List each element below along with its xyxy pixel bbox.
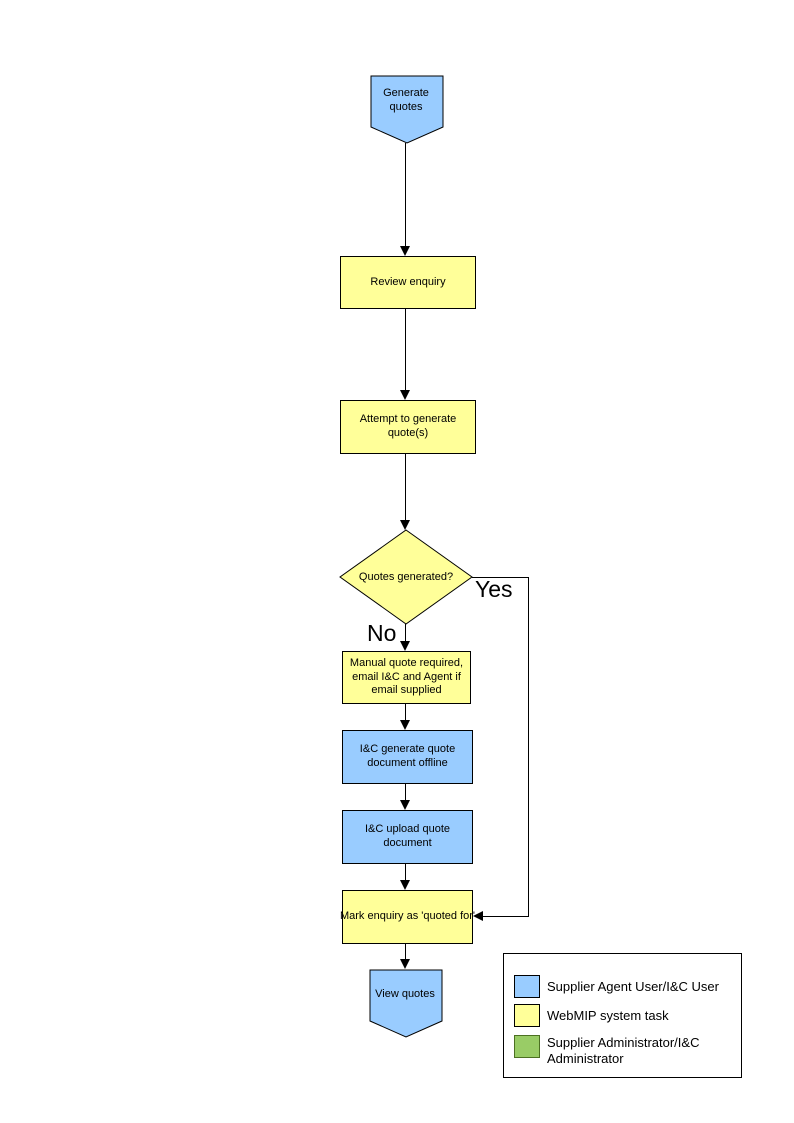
legend-swatch-blue (514, 975, 540, 998)
connector-line (405, 704, 406, 721)
diamond-shape (339, 529, 473, 625)
arrowhead-down-icon (400, 800, 410, 810)
connector-line (472, 577, 529, 578)
arrowhead-down-icon (400, 246, 410, 256)
end-terminator-label: View quotes (375, 987, 435, 1000)
connector-line (405, 309, 406, 390)
node-upload-quote: I&C upload quote document (342, 810, 473, 864)
connector-line (405, 454, 406, 520)
pentagon-shape (370, 75, 444, 144)
arrowhead-down-icon (400, 641, 410, 651)
connector-line (405, 944, 406, 960)
node-attempt-generate: Attempt to generate quote(s) (340, 400, 476, 454)
legend-label: WebMIP system task (547, 1008, 669, 1023)
node-label: Review enquiry (370, 275, 446, 288)
legend-label: Supplier Administrator/I&C Administrator (547, 1035, 700, 1067)
connector-line (405, 784, 406, 801)
connector-line (405, 143, 406, 246)
branch-label-no: No (367, 620, 397, 646)
arrowhead-down-icon (400, 880, 410, 890)
pentagon-shape (369, 969, 443, 1038)
node-generate-offline: I&C generate quote document offline (342, 730, 473, 784)
node-label: Attempt to generate quote(s) (359, 413, 457, 439)
decision-label: Quotes generated? (358, 570, 454, 583)
connector-line (405, 624, 406, 642)
arrowhead-down-icon (400, 390, 410, 400)
node-label: I&C generate quote document offline (359, 743, 456, 769)
node-label: Mark enquiry as 'quoted for' (339, 910, 476, 923)
arrowhead-down-icon (400, 959, 410, 969)
arrowhead-down-icon (400, 720, 410, 730)
connector-line (528, 577, 529, 917)
start-terminator-shape (370, 75, 444, 144)
connector-line (405, 864, 406, 881)
legend: Supplier Agent User/I&C User WebMIP syst… (503, 953, 742, 1078)
legend-swatch-green (514, 1035, 540, 1058)
node-review-enquiry: Review enquiry (340, 256, 476, 309)
decision-diamond-shape (339, 529, 473, 625)
node-manual-quote: Manual quote required, email I&C and Age… (342, 651, 471, 704)
connector-line (483, 916, 529, 917)
node-label: Manual quote required, email I&C and Age… (349, 656, 464, 697)
end-terminator-shape (369, 969, 443, 1038)
start-terminator-label: Generate quotes (383, 86, 429, 113)
legend-label: Supplier Agent User/I&C User (547, 979, 719, 994)
branch-label-yes: Yes (475, 576, 513, 602)
arrowhead-left-icon (473, 911, 483, 921)
arrowhead-down-icon (400, 520, 410, 530)
node-mark-enquiry: Mark enquiry as 'quoted for' (339, 890, 476, 944)
node-label: I&C upload quote document (364, 823, 450, 849)
legend-swatch-yellow (514, 1004, 540, 1027)
